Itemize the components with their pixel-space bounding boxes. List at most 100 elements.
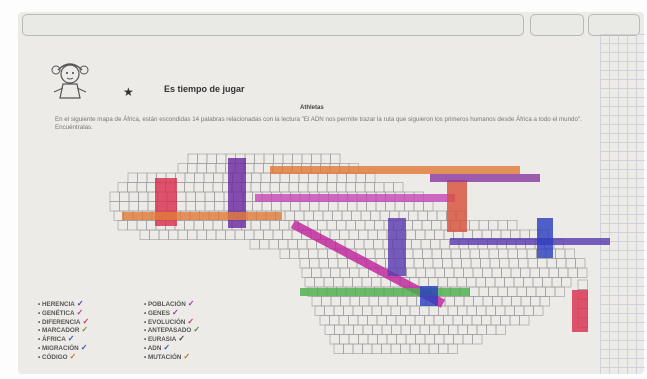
grid-cell [365,172,376,183]
grid-cell [419,305,430,316]
word-label: • HERENCIA [38,301,75,308]
grid-cell [428,343,439,354]
grid-cell [514,305,525,316]
grid-cell [442,258,453,269]
grid-cell [495,324,506,335]
grid-cell [204,191,215,202]
word-list-item: • ÁFRICA✓ [38,334,74,343]
grid-cell [404,201,415,212]
grid-cell [448,324,459,335]
grid-cell [533,305,544,316]
highlight-orange-left-row [122,212,282,220]
grid-cell [203,182,214,193]
grid-cell [194,172,205,183]
word-label: • ADN [144,345,162,352]
grid-cell [330,296,341,307]
highlight-orange-vertical [447,180,467,232]
grid-paper-margin [600,34,645,374]
grid-cell [381,343,392,354]
grid-cell [260,220,271,231]
grid-cell [195,201,206,212]
grid-cell [393,182,404,193]
grid-cell [500,315,511,326]
grid-cell [554,286,565,297]
grid-cell [409,305,420,316]
grid-cell [290,201,301,212]
grid-cell [494,277,505,288]
grid-cell [375,201,386,212]
grid-cell [177,229,188,240]
word-label: • MUTACIÓN [144,353,182,361]
grid-cell [469,286,480,297]
grid-cell [457,324,468,335]
word-list-item: • DIFERENCIA✓ [38,317,89,326]
grid-cell [490,315,501,326]
grid-cell [249,239,260,250]
grid-cell [127,182,138,193]
grid-cell [328,201,339,212]
checkmark-icon: ✓ [82,316,90,326]
grid-cell [428,305,439,316]
grid-cell [432,258,443,269]
grid-cell [431,220,442,231]
grid-cell [497,286,508,297]
grid-cell [469,220,480,231]
grid-cell [327,172,338,183]
grid-cell [507,220,518,231]
grid-cell [526,286,537,297]
grid-cell [434,267,445,278]
checkmark-icon: ✓ [183,351,191,361]
grid-cell [263,229,274,240]
grid-cell [336,182,347,193]
grid-cell [438,324,449,335]
grid-cell [128,191,139,202]
grid-cell [577,279,588,290]
grid-cell [270,172,281,183]
grid-cell [187,153,198,164]
word-list-item: • HERENCIA✓ [38,299,84,308]
grid-cell [299,201,310,212]
grid-cell [304,277,315,288]
grid-cell [341,210,352,221]
grid-cell [413,258,424,269]
grid-cell [463,267,474,278]
grid-cell [501,267,512,278]
grid-cell [109,191,120,202]
grid-cell [343,305,354,316]
grid-cell [429,324,440,335]
grid-cell [411,239,422,250]
grid-cell [564,248,575,259]
grid-cell [447,277,458,288]
grid-cell [400,324,411,335]
grid-cell [545,286,556,297]
grid-cell [196,229,207,240]
grid-cell [287,239,298,250]
grid-cell [433,315,444,326]
grid-cell [470,258,481,269]
grid-cell [539,296,550,307]
grid-cell [320,267,331,278]
grid-cell [137,172,148,183]
grid-cell [254,153,265,164]
grid-cell [348,334,359,345]
grid-cell [326,182,337,193]
grid-cell [206,153,217,164]
grid-cell [358,334,369,345]
grid-cell [356,201,367,212]
grid-cell [548,267,559,278]
grid-cell [367,315,378,326]
grid-cell [206,163,217,174]
grid-cell [367,334,378,345]
grid-cell [187,229,198,240]
grid-cell [197,153,208,164]
grid-cell [282,153,293,164]
grid-cell [346,172,357,183]
grid-cell [343,324,354,335]
grid-cell [337,258,348,269]
grid-cell [373,239,384,250]
grid-cell [317,220,328,231]
grid-cell [423,258,434,269]
grid-cell [482,267,493,278]
grid-cell [447,343,458,354]
